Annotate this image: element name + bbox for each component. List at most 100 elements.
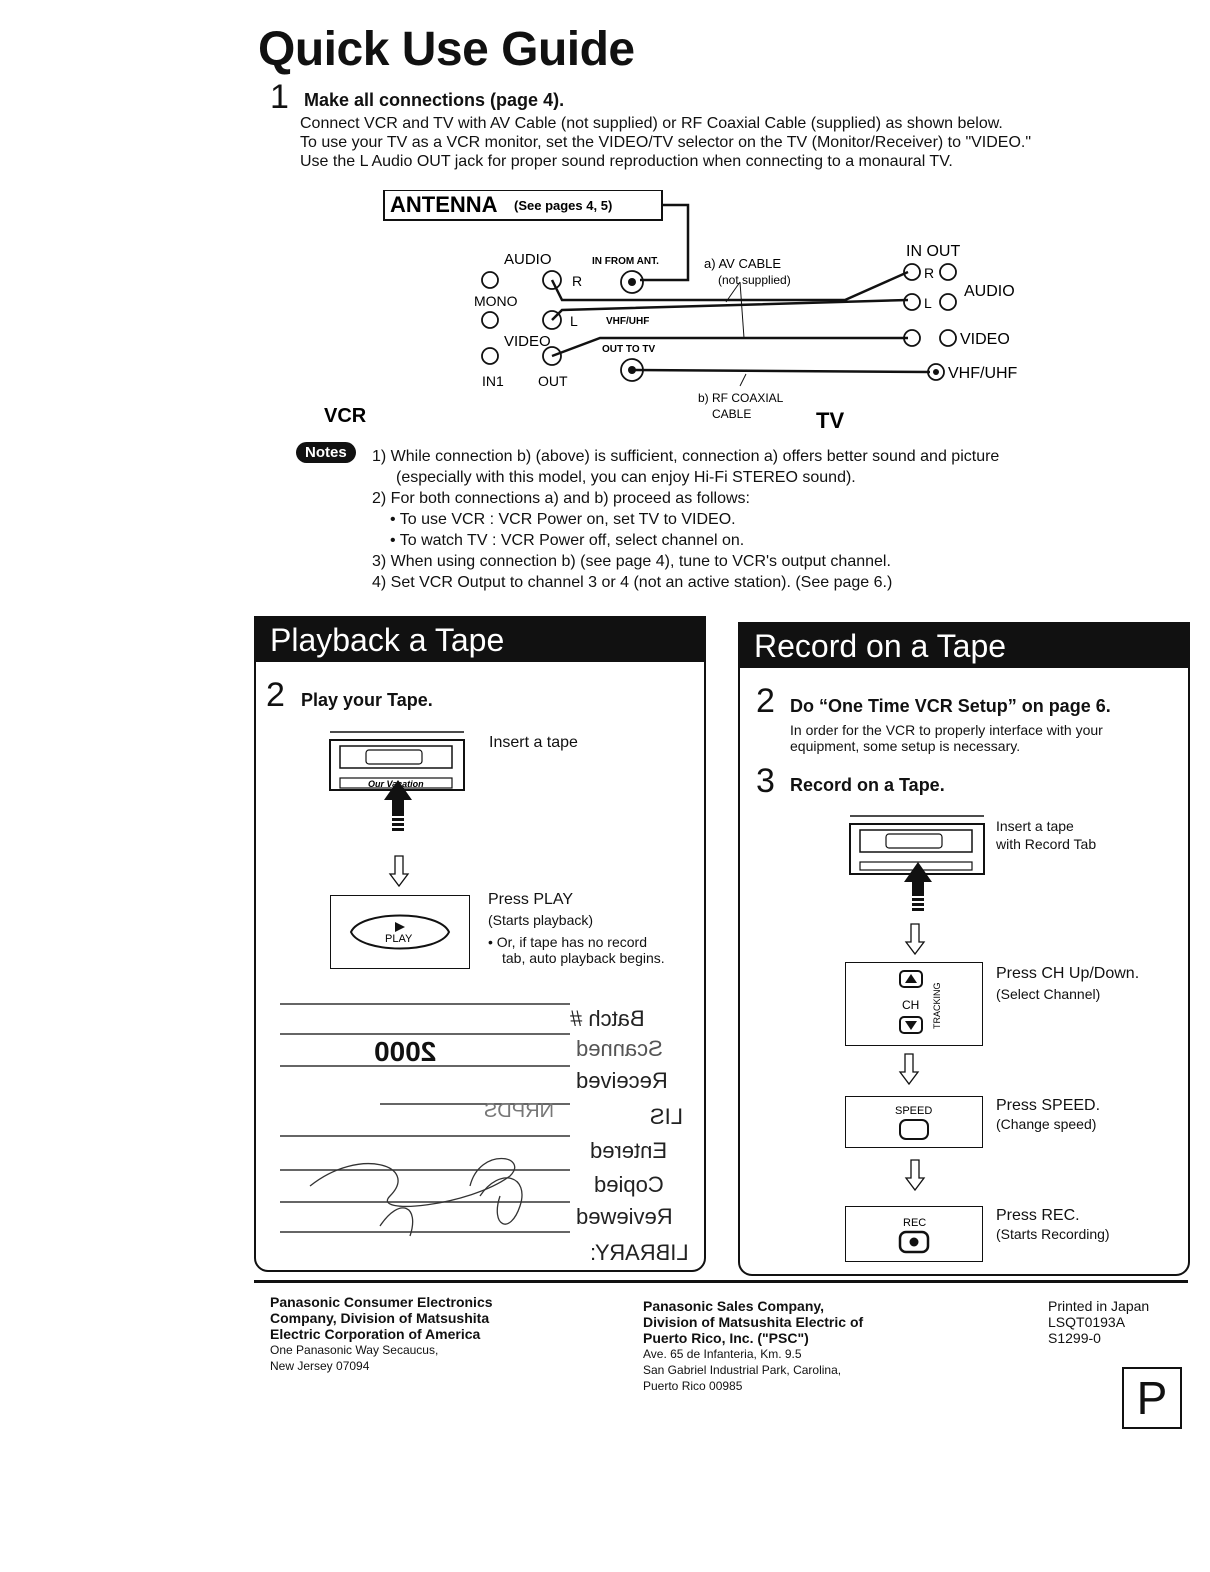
footer-col2-bold: Division of Matsushita Electric of (643, 1314, 864, 1330)
in1-jack-b (481, 347, 499, 365)
tape-insert-illustration: Our Vacation (329, 731, 465, 831)
vcr-in1-label: IN1 (482, 373, 504, 389)
tv-out-r-jack (939, 263, 957, 281)
vcr-r-label: R (572, 273, 582, 289)
note-line: (especially with this model, you can enj… (396, 469, 856, 486)
tv-video-label: VIDEO (960, 331, 1010, 348)
play-button-box: PLAY (330, 895, 470, 969)
footer-col1-line: New Jersey 07094 (270, 1359, 370, 1373)
connection-diagram: ANTENNA (See pages 4, 5) AUDIO MONO IN1 … (324, 190, 1018, 433)
footer-col3: Printed in Japan LSQT0193A S1299-0 (1048, 1298, 1149, 1346)
record-insert-2: with Record Tab (996, 836, 1097, 852)
press-play-text: Press PLAY (488, 891, 574, 908)
stamp-batch: Batch # (570, 1006, 645, 1031)
record-step2-number: 2 (756, 682, 775, 720)
ch-up-icon (905, 974, 917, 983)
notes-badge: Notes (296, 442, 356, 463)
step1-instructions: Connect VCR and TV with AV Cable (not su… (300, 114, 1160, 171)
av-pointer-2 (739, 281, 745, 339)
vcr-video-label: VIDEO (504, 333, 551, 350)
footer-col2-line: San Gabriel Industrial Park, Carolina, (643, 1363, 842, 1377)
step1-line: Connect VCR and TV with AV Cable (not su… (300, 115, 1003, 132)
down-arrow-icon (904, 1159, 926, 1192)
speed-label: SPEED (895, 1105, 932, 1117)
out-r-jack (542, 270, 562, 290)
vcr-mono-label: MONO (474, 293, 518, 309)
tv-in-r-jack (903, 263, 921, 281)
footer-col1: Panasonic Consumer Electronics Company, … (270, 1294, 493, 1374)
stamp-nrpds: NRPDS (484, 1100, 555, 1122)
antenna-label: ANTENNA (390, 192, 498, 217)
vcr-label: VCR (324, 405, 367, 427)
record-step2-line1: In order for the VCR to properly interfa… (790, 722, 1103, 738)
step1-number: 1 (270, 78, 289, 116)
playback-header: Playback a Tape (256, 618, 704, 662)
rec-label: REC (903, 1217, 926, 1229)
or-note-2: tab, auto playback begins. (502, 950, 665, 966)
cable-rf (631, 368, 931, 374)
stamp-copied: Copied (594, 1172, 664, 1197)
vcr-audio-label: AUDIO (504, 251, 552, 268)
tv-in-out-label: IN OUT (906, 243, 960, 260)
ch-label: CH (902, 998, 919, 1012)
record-step2-heading: Do “One Time VCR Setup” on page 6. (790, 696, 1111, 716)
tv-in-video-jack (903, 329, 921, 347)
antenna-note: (See pages 4, 5) (514, 198, 612, 213)
signature-scribble (309, 1158, 516, 1208)
note-line: 4) Set VCR Output to channel 3 or 4 (not… (372, 574, 893, 591)
play-button-label: PLAY (385, 933, 413, 945)
footer-col3-line: LSQT0193A (1048, 1314, 1126, 1330)
stamp-reviewed: Reviewed (576, 1204, 673, 1229)
tv-vhf-pin (933, 369, 939, 375)
footer-col1-bold: Company, Division of Matsushita (270, 1310, 490, 1326)
tv-in-l-jack (903, 293, 921, 311)
antenna-wire (640, 203, 690, 282)
stamp-lines (280, 1003, 570, 1237)
tv-r-label: R (924, 265, 934, 281)
footer-col1-bold: Panasonic Consumer Electronics (270, 1294, 493, 1310)
tv-vhf-uhf-label: VHF/UHF (948, 365, 1018, 382)
down-arrow-icon (388, 855, 410, 888)
cable-audio-r (550, 270, 909, 302)
vhf-uhf-small-label: VHF/UHF (606, 316, 649, 327)
ch-button-box: CH TRACKING (845, 962, 983, 1046)
out-video-jack (542, 346, 562, 366)
tv-vhf-jack (927, 363, 945, 381)
rec-button-graphic: REC (898, 1217, 930, 1254)
tv-audio-label: AUDIO (964, 283, 1015, 300)
in-from-ant-label: IN FROM ANT. (592, 256, 659, 267)
rf-cable-label: b) RF COAXIAL (698, 391, 784, 405)
record-insert-1: Insert a tape (996, 818, 1074, 834)
rec-icon (909, 1237, 919, 1247)
ant-in-jack (620, 270, 644, 294)
stamp-year: 2000 (374, 1036, 437, 1067)
tv-out-video-jack (939, 329, 957, 347)
cable-audio-l (551, 298, 909, 321)
rec-button-box: REC (845, 1206, 983, 1262)
note-line: • To use VCR : VCR Power on, set TV to V… (390, 511, 736, 528)
starts-recording-text: (Starts Recording) (996, 1226, 1110, 1242)
record-panel: Record on a Tape (738, 622, 1190, 1276)
rf-pointer (739, 373, 747, 387)
record-tape-illustration (849, 815, 985, 911)
insert-arrow-icon (384, 780, 412, 816)
footer-col2-bold: Panasonic Sales Company, (643, 1298, 825, 1314)
library-stamp: Batch # Scanned Received LIS NRPDS Enter… (270, 996, 690, 1266)
footer-col3-line: S1299-0 (1048, 1330, 1101, 1346)
av-pointer-1 (725, 281, 741, 303)
in1-jack-a (481, 311, 499, 329)
speed-button-graphic: SPEED (895, 1105, 932, 1140)
or-note-1: • Or, if tape has no record (488, 934, 647, 950)
speed-button (899, 1119, 929, 1140)
select-channel-text: (Select Channel) (996, 986, 1101, 1002)
record-step3-heading: Record on a Tape. (790, 775, 945, 795)
step1-heading: Make all connections (page 4). (304, 90, 565, 110)
playback-step-heading: Play your Tape. (301, 690, 433, 710)
play-button-graphic: PLAY (349, 914, 451, 950)
stamp-entered: Entered (590, 1138, 668, 1163)
antenna-box (383, 190, 663, 221)
note-line: 2) For both connections a) and b) procee… (372, 490, 750, 507)
insert-tape-text: Insert a tape (489, 734, 578, 751)
speed-button-box: SPEED (845, 1096, 983, 1148)
stamp-received: Received (576, 1068, 668, 1093)
